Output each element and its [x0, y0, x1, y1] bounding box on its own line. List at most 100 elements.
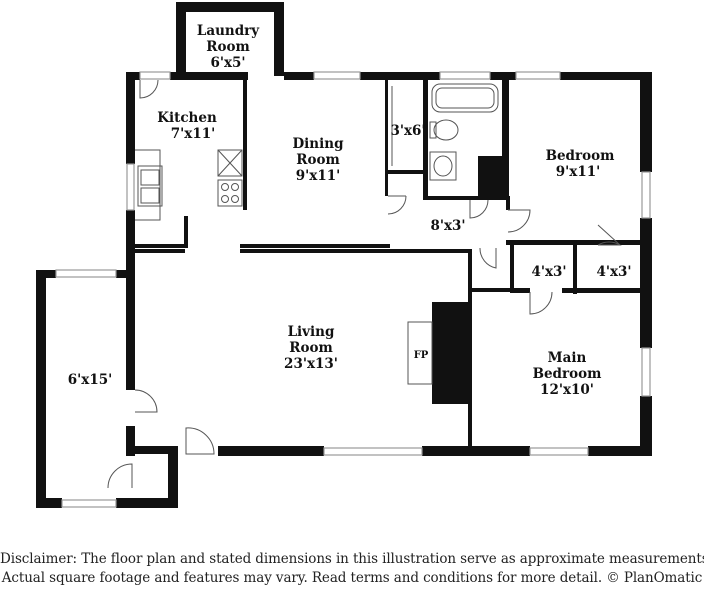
- door-porch-front: [107, 463, 133, 489]
- wall-living-top-left: [135, 249, 185, 253]
- fridge-x: [217, 149, 243, 177]
- window-main-right: [641, 347, 651, 397]
- stove: [217, 179, 243, 207]
- wall-bath-bottom: [428, 196, 508, 200]
- wall-porch-bottom-b: [116, 498, 178, 508]
- fridge: [217, 149, 243, 177]
- wall-closets-bottom-c: [580, 288, 642, 293]
- door-bath: [469, 199, 489, 219]
- wall-main-top: [468, 288, 512, 292]
- wall-porch-right-mid: [126, 426, 135, 456]
- burner-2: [231, 183, 239, 191]
- disclaimer-line2: Actual square footage and features may v…: [1, 570, 703, 586]
- exterior-walls: [36, 2, 652, 508]
- wall-porch-entry: [130, 446, 178, 454]
- kitchen-sink-basin-2: [140, 187, 160, 204]
- window-bath-top: [439, 71, 491, 80]
- kitchen-sink-basin-1: [140, 169, 160, 186]
- window-bedroom-right: [641, 171, 651, 219]
- room-labels: Laundry Room 6'x5' Kitchen 7'x11' Dining…: [68, 23, 632, 398]
- wall-kitchen-dining: [243, 80, 247, 210]
- kitchen-label: Kitchen: [157, 110, 217, 126]
- wall-kitchen-left: [126, 72, 135, 164]
- window-bedroom-top: [515, 71, 561, 80]
- windows: [55, 71, 651, 508]
- burner-4: [231, 195, 239, 203]
- bedroom-dims: 9'x11': [556, 164, 601, 180]
- living-label-line2: Room: [289, 340, 333, 356]
- door-front: [185, 427, 215, 455]
- toilet-tank: [429, 121, 437, 139]
- wall-top-kitchen: [170, 72, 248, 80]
- door-hall: [479, 247, 497, 269]
- wall-bedroom-left-low: [506, 196, 510, 210]
- living-label-line1: Living: [288, 324, 335, 340]
- door-porch-side: [134, 389, 158, 413]
- fireplace-label: FP: [414, 350, 429, 361]
- wall-kitchen-left-low: [126, 210, 135, 282]
- main-bedroom-label-line2: Bedroom: [533, 366, 602, 382]
- wall-bottom-left: [218, 446, 324, 456]
- wall-closet-divider: [573, 240, 577, 294]
- window-kitchen-top: [139, 71, 171, 80]
- fireplace-hearth: [407, 321, 433, 385]
- bathtub: [431, 83, 499, 113]
- fireplace-mass: [432, 302, 468, 404]
- interior-walls: [135, 80, 642, 453]
- fixtures: [135, 83, 499, 385]
- wall-porch-right-low: [168, 450, 178, 508]
- window-porch-bottom: [61, 499, 117, 508]
- wall-dining-bottom: [240, 244, 390, 248]
- disclaimer: Disclaimer: The floor plan and stated di…: [0, 550, 704, 588]
- closet-a-dims: 4'x3': [531, 264, 566, 280]
- disclaimer-line1: Disclaimer: The floor plan and stated di…: [0, 551, 704, 567]
- main-bedroom-dims: 12'x10': [540, 382, 594, 398]
- dining-dims: 9'x11': [296, 168, 341, 184]
- wall-main-left: [468, 253, 472, 453]
- window-main-bottom: [529, 447, 589, 456]
- wall-porch-left: [36, 270, 46, 508]
- laundry-label-line1: Laundry: [197, 23, 260, 39]
- wall-laundry-right: [274, 2, 284, 76]
- wall-bath-left: [423, 80, 428, 200]
- wall-top-dining: [284, 72, 314, 80]
- laundry-dims: 6'x5': [210, 55, 245, 71]
- burner-1: [221, 183, 229, 191]
- porch-dims: 6'x15': [68, 372, 113, 388]
- wall-top-bedroom: [560, 72, 652, 80]
- bedroom-label: Bedroom: [546, 148, 615, 164]
- main-bedroom-label-line1: Main: [548, 350, 587, 366]
- wall-closets-bottom-b: [562, 288, 580, 293]
- dining-label-line2: Room: [296, 152, 340, 168]
- wall-right-top: [640, 72, 652, 172]
- dining-label-line1: Dining: [292, 136, 344, 152]
- wall-laundry-top: [176, 2, 284, 12]
- doors: [107, 79, 622, 489]
- bath-sink-basin: [433, 155, 453, 177]
- wall-kitchen-bottom-stub: [184, 216, 188, 248]
- wall-right-low: [640, 396, 652, 456]
- wall-kitchen-bottom: [135, 244, 186, 248]
- bathtub-inner: [435, 87, 495, 109]
- kitchen-sink: [137, 165, 163, 207]
- wall-closet36-bottom: [385, 170, 425, 174]
- wall-laundry-left: [176, 2, 186, 76]
- wall-top-dining-2: [360, 72, 440, 80]
- wall-porch-top-b: [116, 270, 134, 278]
- chimney-block: [478, 156, 502, 198]
- wall-right-mid: [640, 218, 652, 348]
- door-closet36: [387, 195, 407, 215]
- door-closet-b: [597, 224, 622, 246]
- closet36-dims: 3'x6': [390, 123, 425, 139]
- toilet-bowl: [433, 119, 459, 141]
- wall-closets-bottom-a: [510, 288, 530, 293]
- burner-3: [221, 195, 229, 203]
- wall-porch-right-upper: [126, 282, 135, 390]
- window-dining-top: [313, 71, 361, 80]
- laundry-label-line2: Room: [206, 39, 250, 55]
- wall-porch-bottom-a: [36, 498, 62, 508]
- kitchen-counter: [135, 149, 161, 221]
- door-kitchen-top: [139, 79, 159, 99]
